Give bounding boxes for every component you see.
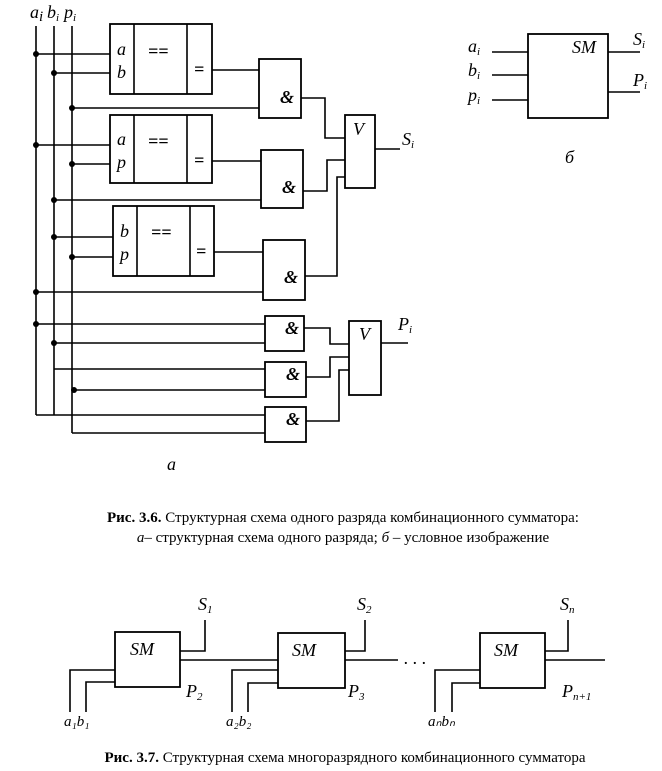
svg-text:&: & <box>282 177 296 197</box>
svg-text:S2: S2 <box>357 594 372 616</box>
svg-text:Pn+1: Pn+1 <box>561 681 591 703</box>
sm-stage-n: SM Sn Pn+1 aₙbₙ <box>428 594 605 730</box>
wires-and-to-or-carry <box>304 327 349 422</box>
xor-block-2: a p == = <box>109 114 213 184</box>
input-b: bi <box>468 60 480 82</box>
svg-text:S1: S1 <box>198 594 213 616</box>
svg-text:&: & <box>284 267 298 287</box>
xor-block-1: a b == = <box>109 23 213 95</box>
svg-text:SM: SM <box>494 640 519 660</box>
ellipsis: . . . <box>404 648 427 668</box>
svg-text:P2: P2 <box>185 681 203 703</box>
wires-bus-to-and <box>36 107 265 434</box>
svg-text:&: & <box>286 409 300 429</box>
input-a: ai <box>468 36 480 58</box>
svg-text:P3: P3 <box>347 681 365 703</box>
sm-stage-1: SM S1 P2 a₁b₁ <box>64 594 213 730</box>
caption-3-7: Рис. 3.7. Структурная схема многоразрядн… <box>104 750 585 766</box>
svg-text:=: = <box>194 59 204 79</box>
junction-dots <box>33 51 77 393</box>
svg-text:&: & <box>285 318 299 338</box>
sm-block <box>527 33 609 119</box>
and-gate-4: & <box>264 315 305 352</box>
input-label-b: bi <box>47 2 59 24</box>
output-label-p: Pi <box>397 314 412 336</box>
output-p: Pi <box>632 70 647 92</box>
svg-text:V: V <box>353 119 366 139</box>
svg-text:b: b <box>120 221 129 241</box>
svg-text:p: p <box>115 152 126 172</box>
output-label-s: Si <box>402 129 414 151</box>
sublabel-b: б <box>565 147 575 167</box>
svg-text:Sn: Sn <box>560 594 575 616</box>
sublabel-a: а <box>167 454 176 474</box>
sm-outputs <box>608 51 640 93</box>
caption-3-6-line2: а– структурная схема одного разряда; б –… <box>137 530 550 546</box>
svg-text:SM: SM <box>292 640 317 660</box>
svg-text:==: == <box>148 131 169 151</box>
wires-xor-to-and <box>212 69 263 253</box>
sm-inputs <box>492 51 528 101</box>
figure-3-6-a: ai bi pi a b == = a p == = b p = <box>30 2 414 474</box>
wires-and-to-or-sum <box>301 97 345 277</box>
input-label-p: pi <box>62 2 76 24</box>
wires-xor-inputs <box>36 53 113 258</box>
and-gate-3: & <box>262 239 306 301</box>
svg-text:a: a <box>117 129 126 149</box>
and-gate-2: & <box>260 149 304 209</box>
svg-text:a: a <box>117 39 126 59</box>
svg-text:=: = <box>194 150 204 170</box>
svg-text:V: V <box>359 324 372 344</box>
and-gate-6: & <box>264 406 307 443</box>
svg-text:a₁b₁: a₁b₁ <box>64 714 89 730</box>
sm-stage-2: SM S2 P3 a₂b₂ <box>226 594 372 730</box>
svg-text:==: == <box>151 222 172 242</box>
svg-text:b: b <box>117 62 126 82</box>
input-label-a: ai <box>30 2 43 25</box>
output-s: Si <box>633 29 645 51</box>
input-p: pi <box>466 85 480 107</box>
svg-text:SM: SM <box>130 639 155 659</box>
or-gate-sum: V <box>344 114 376 189</box>
or-gate-carry: V <box>348 320 382 396</box>
svg-text:&: & <box>280 87 294 107</box>
sm-label: SM <box>572 37 597 57</box>
and-gate-5: & <box>264 361 307 398</box>
svg-text:=: = <box>196 241 206 261</box>
figure-3-7: SM S1 P2 a₁b₁ SM S2 P3 a₂b₂ . . . SM Sn … <box>64 594 605 730</box>
caption-3-6-line1: Рис. 3.6. Структурная схема одного разря… <box>107 510 579 526</box>
svg-text:==: == <box>148 41 169 61</box>
svg-text:p: p <box>118 244 129 264</box>
figure-3-6-b: SM ai bi pi Si Pi б <box>466 29 647 167</box>
svg-text:a₂b₂: a₂b₂ <box>226 714 251 730</box>
svg-text:&: & <box>286 364 300 384</box>
and-gate-1: & <box>258 58 302 119</box>
svg-text:aₙbₙ: aₙbₙ <box>428 714 456 730</box>
xor-block-3: b p == = <box>112 205 215 277</box>
